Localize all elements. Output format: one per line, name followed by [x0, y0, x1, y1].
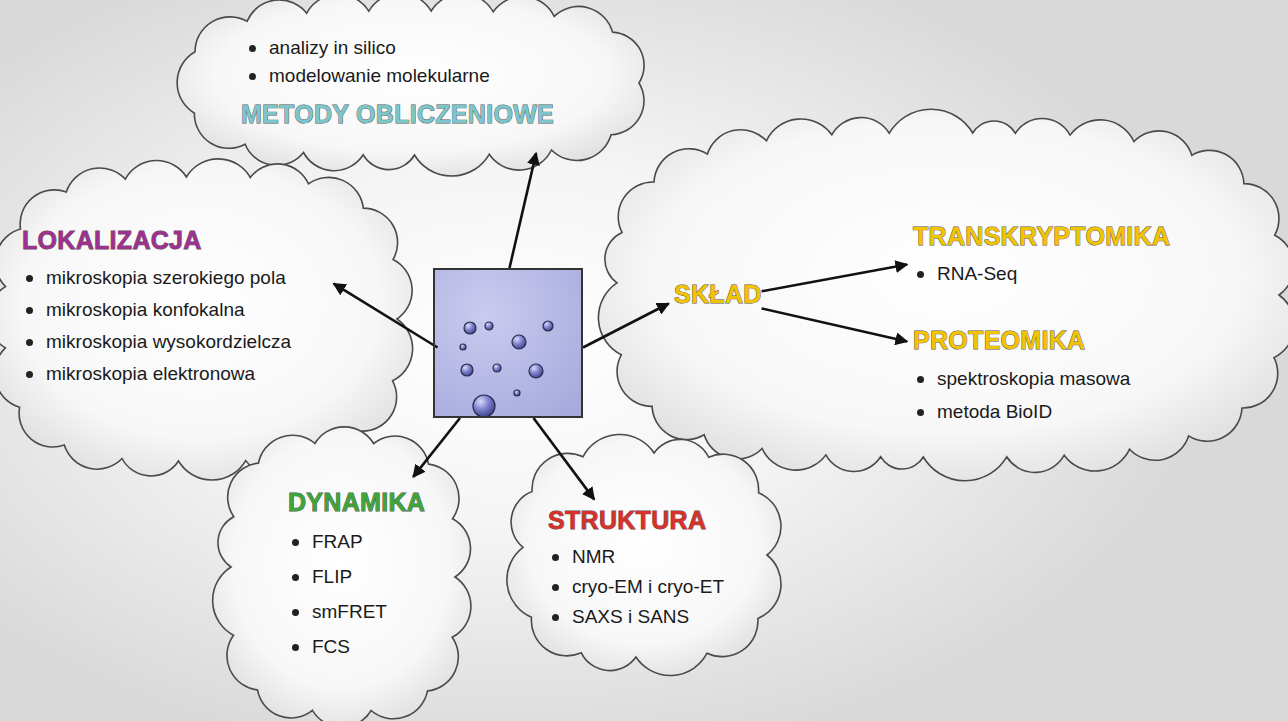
bullet-text: FLIP	[312, 566, 352, 587]
bullet-row: mikroskopia szerokiego pola	[22, 262, 291, 294]
arrow-connector	[334, 284, 438, 348]
bullet-dot	[292, 609, 299, 616]
bullet-text: mikroskopia wysokordzielcza	[46, 331, 291, 352]
bullet-text: cryo-EM i cryo-ET	[572, 576, 724, 597]
bullet-dot	[26, 275, 33, 282]
text-column: LOKALIZACJA mikroskopia szerokiego pola mi…	[22, 224, 291, 390]
bullet-row: mikroskopia konfokalna	[22, 294, 291, 326]
heading: PROTEOMIKA	[913, 324, 1130, 356]
heading: TRANSKRYPTOMIKA	[913, 220, 1170, 252]
bullet-text: modelowanie molekularne	[269, 65, 490, 86]
bullet-dot	[552, 554, 559, 561]
text-column: STRUKTURA NMR cryo-EM i cryo-ET SAXS i SANS	[548, 504, 724, 632]
bullet-row: spektroskopia masowa	[913, 362, 1130, 395]
bullet-dot	[917, 271, 924, 278]
arrow-connector	[413, 418, 460, 477]
bullet-text: mikroskopia konfokalna	[46, 299, 245, 320]
arrow-connector	[762, 265, 908, 292]
bullet-row: FCS	[288, 629, 425, 664]
center-square	[433, 268, 583, 418]
bullet-row: FLIP	[288, 559, 425, 594]
bullet-dot	[292, 644, 299, 651]
bullet-row: SAXS i SANS	[548, 602, 724, 632]
bullet-dot	[552, 614, 559, 621]
text-column: DYNAMIKA FRAP FLIP smFRET FCS	[288, 486, 425, 664]
heading: SKŁAD	[674, 278, 762, 310]
bullet-text: spektroskopia masowa	[937, 368, 1130, 389]
heading: STRUKTURA	[548, 504, 724, 536]
bullet-row: mikroskopia wysokordzielcza	[22, 326, 291, 358]
square-fill	[434, 269, 582, 417]
bullet-row: smFRET	[288, 594, 425, 629]
bullet-row: mikroskopia elektronowa	[22, 358, 291, 390]
bullet-dot	[917, 376, 924, 383]
bullet-text: FCS	[312, 636, 350, 657]
bullet-text: analizy in silico	[269, 37, 396, 58]
bullet-row: RNA-Seq	[913, 258, 1170, 290]
heading: METODY OBLICZENIOWE	[185, 98, 610, 130]
bullet-dot	[292, 539, 299, 546]
bullet-row: NMR	[548, 542, 724, 572]
bullet-text: SAXS i SANS	[572, 606, 689, 627]
heading: DYNAMIKA	[288, 486, 425, 518]
bullet-dot	[249, 45, 256, 52]
localization-cloud: LOKALIZACJA mikroskopia szerokiego pola mi…	[0, 172, 402, 466]
bullet-row: metoda BioID	[913, 395, 1130, 428]
bullet-row: modelowanie molekularne	[185, 62, 610, 90]
bullet-text: NMR	[572, 546, 615, 567]
text-column: analizy in silico modelowanie molekularne…	[185, 34, 610, 130]
text-column: PROTEOMIKA spektroskopia masowa metoda Bio…	[913, 324, 1130, 428]
bullet-dot	[552, 584, 559, 591]
bullet-text: mikroskopia elektronowa	[46, 363, 255, 384]
dynamics-cloud: DYNAMIKA FRAP FLIP smFRET FCS	[226, 438, 460, 716]
bullet-text: smFRET	[312, 601, 387, 622]
structure-cloud: STRUKTURA NMR cryo-EM i cryo-ET SAXS i SANS	[518, 448, 772, 662]
bullet-dot	[292, 574, 299, 581]
text-column: SKŁAD	[674, 278, 762, 310]
methods-cloud: analizy in silico modelowanie molekularne…	[185, 6, 644, 160]
bullet-row: analizy in silico	[185, 34, 610, 62]
bullet-dot	[249, 73, 256, 80]
bullet-dot	[26, 307, 33, 314]
arrow-connector	[534, 418, 595, 499]
heading: LOKALIZACJA	[22, 224, 291, 256]
composition-cloud: SKŁAD TRANSKRYPTOMIKA RNA-SeqPROTEOMIKA spe…	[612, 128, 1284, 462]
composition-label: SKŁAD	[674, 278, 762, 316]
bullet-text: RNA-Seq	[937, 263, 1017, 284]
bullet-dot	[917, 409, 924, 416]
bullet-text: metoda BioID	[937, 401, 1052, 422]
text-column: TRANSKRYPTOMIKA RNA-Seq	[913, 220, 1170, 290]
bullet-dot	[26, 371, 33, 378]
proteomics-label: PROTEOMIKA spektroskopia masowa metoda Bio…	[913, 324, 1130, 428]
arrow-connector	[583, 304, 669, 348]
bullet-text: FRAP	[312, 531, 363, 552]
bullet-text: mikroskopia szerokiego pola	[46, 267, 286, 288]
arrow-connector	[762, 308, 908, 341]
bullet-row: cryo-EM i cryo-ET	[548, 572, 724, 602]
bullet-row: FRAP	[288, 524, 425, 559]
arrow-connector	[510, 153, 537, 268]
transcriptomics-label: TRANSKRYPTOMIKA RNA-Seq	[913, 220, 1170, 290]
bullet-dot	[26, 339, 33, 346]
